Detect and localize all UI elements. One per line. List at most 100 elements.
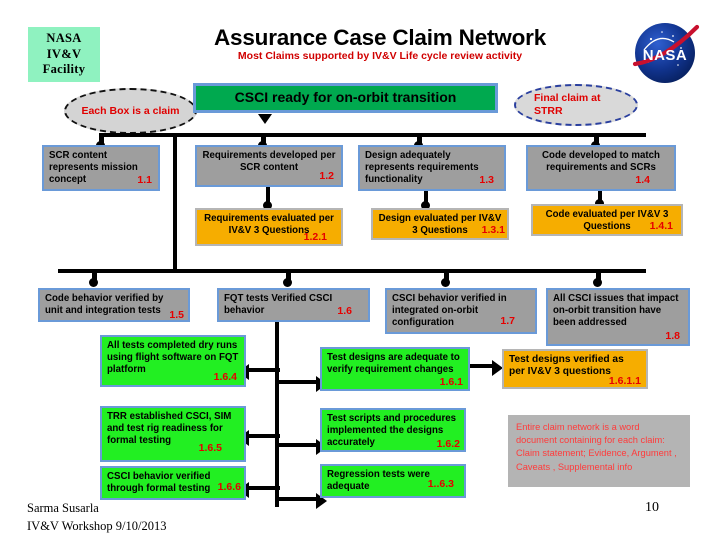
- claim-1-8[interactable]: All CSCI issues that impact on-orbit tra…: [546, 288, 690, 346]
- claim-1-6-6-number: 1.6.6: [217, 481, 241, 494]
- claim-1-6-3-number: 1..6.3: [427, 478, 454, 491]
- claim-1-2-1[interactable]: Requirements evaluated per IV&V 3 Questi…: [195, 208, 343, 246]
- nasa-meatball-logo: NASA: [632, 23, 700, 83]
- claim-top-text: CSCI ready for on-orbit transition: [234, 89, 457, 106]
- claim-1-6-2[interactable]: Test scripts and procedures implemented …: [320, 408, 466, 452]
- arrow-to-1-6-3: [316, 493, 327, 509]
- page-number: 10: [645, 500, 659, 515]
- claim-1-5[interactable]: Code behavior verified by unit and integ…: [38, 288, 190, 322]
- claim-1-6-5-number: 1.6.5: [198, 442, 222, 455]
- claim-1-6-2-number: 1.6.2: [436, 438, 460, 451]
- claim-1-6-1-1-text: Test designs verified as per IV&V 3 ques…: [509, 354, 624, 378]
- callout-each-box-is-a-claim: Each Box is a claim: [64, 88, 197, 134]
- claim-1-1[interactable]: SCR content represents mission concept 1…: [42, 145, 160, 191]
- callout-final-claim-at-strr: Final claim at STRR: [514, 84, 638, 126]
- claim-1-6-text: FQT tests Verified CSCI behavior: [224, 293, 333, 316]
- claim-1-5-number: 1.5: [169, 309, 184, 322]
- claim-1-6[interactable]: FQT tests Verified CSCI behavior 1.6: [217, 288, 370, 322]
- page-subtitle: Most Claims supported by IV&V Life cycle…: [237, 50, 523, 62]
- claim-1-6-1-1[interactable]: Test designs verified as per IV&V 3 ques…: [502, 349, 648, 389]
- claim-1-2-1-number: 1.2.1: [303, 231, 327, 244]
- claim-1-1-number: 1.1: [137, 174, 152, 187]
- note-claim-network-document: Entire claim network is a word document …: [508, 415, 690, 487]
- claim-1-6-2-text: Test scripts and procedures implemented …: [327, 413, 457, 448]
- claim-1-3-text: Design adequately represents requirement…: [365, 150, 479, 185]
- claim-1-1-text: SCR content represents mission concept: [49, 150, 138, 185]
- svg-text:NASA: NASA: [643, 47, 688, 64]
- note-text: Entire claim network is a word document …: [516, 422, 677, 472]
- page-title: Assurance Case Claim Network: [213, 25, 547, 50]
- drop-to-1-6: [286, 269, 291, 283]
- drop-to-1-3: [417, 133, 422, 147]
- nasa-ivv-facility-badge: NASA IV&V Facility: [28, 27, 100, 82]
- claim-1-2-number: 1.2: [319, 170, 334, 183]
- claim-1-7-number: 1.7: [500, 315, 515, 328]
- claim-1-4-1[interactable]: Code evaluated per IV&V 3 Questions 1.4.…: [531, 204, 683, 236]
- claim-1-2-1-text: Requirements evaluated per IV&V 3 Questi…: [204, 213, 334, 236]
- footer-author: Sarma Susarla: [27, 501, 99, 515]
- dot-1-6: [283, 278, 292, 287]
- claim-1-3-1-text: Design evaluated per IV&V 3 Questions: [378, 213, 502, 236]
- claim-1-6-6-text: CSCI behavior verified through formal te…: [107, 471, 211, 494]
- branch-1-6-to-1-6-5: [248, 434, 280, 438]
- drop-to-1-2: [261, 133, 266, 147]
- branch-1-6-to-1-6-6: [248, 486, 280, 490]
- link-1-4-to-1-4-1: [598, 191, 602, 205]
- claim-1-6-1[interactable]: Test designs are adequate to verify requ…: [320, 347, 470, 391]
- claim-top-csci-ready[interactable]: CSCI ready for on-orbit transition: [193, 83, 498, 113]
- claim-1-4-number: 1.4: [635, 174, 650, 187]
- bus-tier-1: [100, 133, 646, 137]
- drop-to-1-1: [99, 133, 104, 147]
- link-1-3-to-1-3-1: [424, 191, 428, 207]
- dot-1-2-1: [263, 201, 272, 210]
- claim-1-6-6[interactable]: CSCI behavior verified through formal te…: [100, 466, 246, 500]
- claim-1-3-number: 1.3: [479, 174, 494, 187]
- drop-to-1-8: [596, 269, 601, 283]
- claim-1-6-3-text: Regression tests were adequate: [327, 469, 430, 492]
- branch-1-6-to-1-6-3: [276, 497, 318, 501]
- claim-1-8-number: 1.8: [665, 330, 680, 343]
- arrow-top-to-bus: [258, 114, 272, 124]
- claim-1-4-text: Code developed to match requirements and…: [542, 150, 660, 173]
- claim-1-8-text: All CSCI issues that impact on-orbit tra…: [553, 293, 679, 328]
- spine-tier1-to-tier2: [173, 133, 177, 271]
- claim-1-6-number: 1.6: [337, 305, 352, 318]
- claim-1-6-5[interactable]: TRR established CSCI, SIM and test rig r…: [100, 406, 246, 462]
- claim-1-3-1[interactable]: Design evaluated per IV&V 3 Questions 1.…: [371, 208, 509, 240]
- claim-1-6-1-1-number: 1.6.1.1: [608, 375, 641, 388]
- claim-1-3[interactable]: Design adequately represents requirement…: [358, 145, 506, 191]
- spine-from-1-6: [275, 322, 279, 507]
- branch-1-6-to-1-6-2: [276, 443, 318, 447]
- claim-1-4[interactable]: Code developed to match requirements and…: [526, 145, 676, 191]
- claim-1-2[interactable]: Requirements developed per SCR content 1…: [195, 145, 343, 187]
- dot-1-4-1: [595, 199, 604, 208]
- claim-1-6-4-text: All tests completed dry runs using fligh…: [107, 340, 239, 375]
- drop-to-1-4: [594, 133, 599, 147]
- bus-tier-2: [58, 269, 646, 273]
- claim-1-5-text: Code behavior verified by unit and integ…: [45, 293, 164, 316]
- claim-1-6-4-number: 1.6.4: [213, 371, 237, 384]
- dot-1-3-1: [421, 201, 430, 210]
- claim-1-4-1-text: Code evaluated per IV&V 3 Questions: [545, 209, 669, 232]
- claim-1-6-3[interactable]: Regression tests were adequate 1..6.3: [320, 464, 466, 498]
- claim-1-6-4[interactable]: All tests completed dry runs using fligh…: [100, 335, 246, 387]
- callout-each-box-text: Each Box is a claim: [81, 104, 180, 117]
- claim-1-7[interactable]: CSCI behavior verified in integrated on-…: [385, 288, 537, 334]
- facility-line-3: Facility: [42, 62, 86, 77]
- branch-1-6-1-to-1-6-1-1: [470, 364, 494, 368]
- dot-1-7: [441, 278, 450, 287]
- drop-to-1-5: [92, 269, 97, 283]
- facility-line-2: IV&V: [46, 46, 82, 61]
- branch-1-6-to-1-6-1: [276, 380, 318, 384]
- claim-1-4-1-number: 1.4.1: [649, 220, 673, 233]
- claim-1-2-text: Requirements developed per SCR content: [202, 150, 336, 173]
- dot-1-8: [593, 278, 602, 287]
- facility-line-1: NASA: [46, 31, 82, 46]
- arrow-to-1-6-1-1: [492, 360, 503, 376]
- link-1-2-to-1-2-1: [266, 187, 270, 207]
- claim-1-6-5-text: TRR established CSCI, SIM and test rig r…: [107, 411, 232, 446]
- claim-1-6-1-text: Test designs are adequate to verify requ…: [327, 352, 460, 375]
- callout-final-claim-text: Final claim at STRR: [534, 92, 601, 117]
- claim-1-3-1-number: 1.3.1: [481, 224, 505, 237]
